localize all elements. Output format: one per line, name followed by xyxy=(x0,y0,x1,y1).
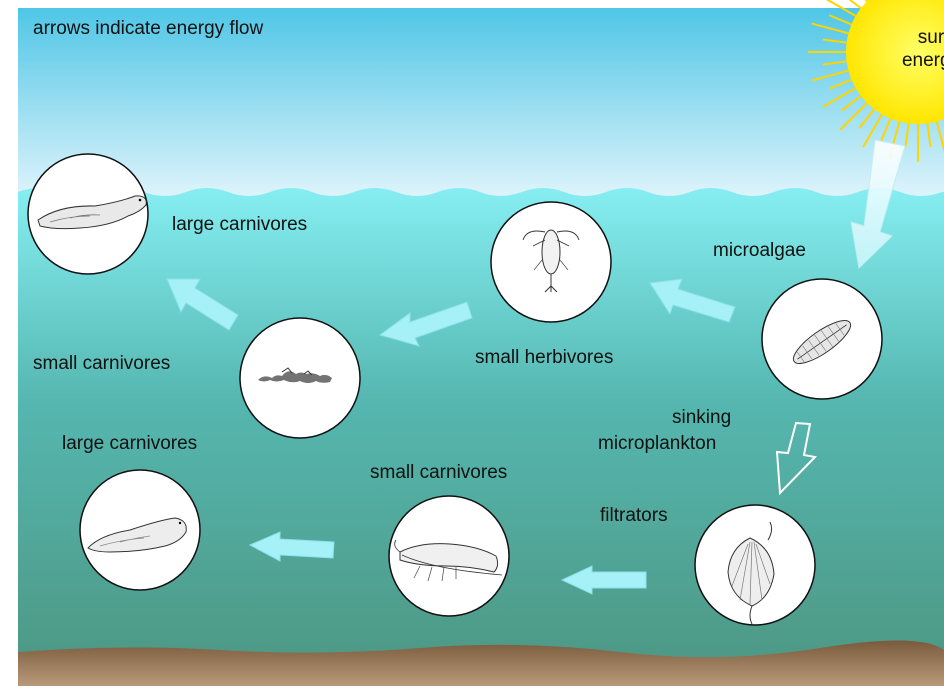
label-sinking-line2: microplankton xyxy=(598,433,716,455)
label-large-carnivores-top: large carnivores xyxy=(172,214,307,236)
copepod-icon xyxy=(491,202,611,322)
shrimp-icon xyxy=(389,496,509,616)
label-sinking-line1: sinking xyxy=(672,407,731,429)
sun-ray xyxy=(842,0,863,9)
label-large-carnivores-bottom: large carnivores xyxy=(62,433,197,455)
label-small-carnivores-bottom: small carnivores xyxy=(370,462,507,484)
label-small-carnivores-left: small carnivores xyxy=(33,353,170,375)
scallop-icon xyxy=(695,505,815,625)
caption-text: arrows indicate energy flow xyxy=(33,18,263,40)
diatom-icon xyxy=(762,279,882,399)
label-microalgae: microalgae xyxy=(713,240,806,262)
fish-school-icon xyxy=(240,318,360,438)
sun-label-line2: energy xyxy=(876,50,944,72)
label-filtrators: filtrators xyxy=(600,505,668,527)
sun-label-line1: sur xyxy=(876,27,944,49)
seal-icon xyxy=(28,154,148,274)
label-small-herbivores: small herbivores xyxy=(475,347,613,369)
seal-resting-icon xyxy=(80,470,200,590)
